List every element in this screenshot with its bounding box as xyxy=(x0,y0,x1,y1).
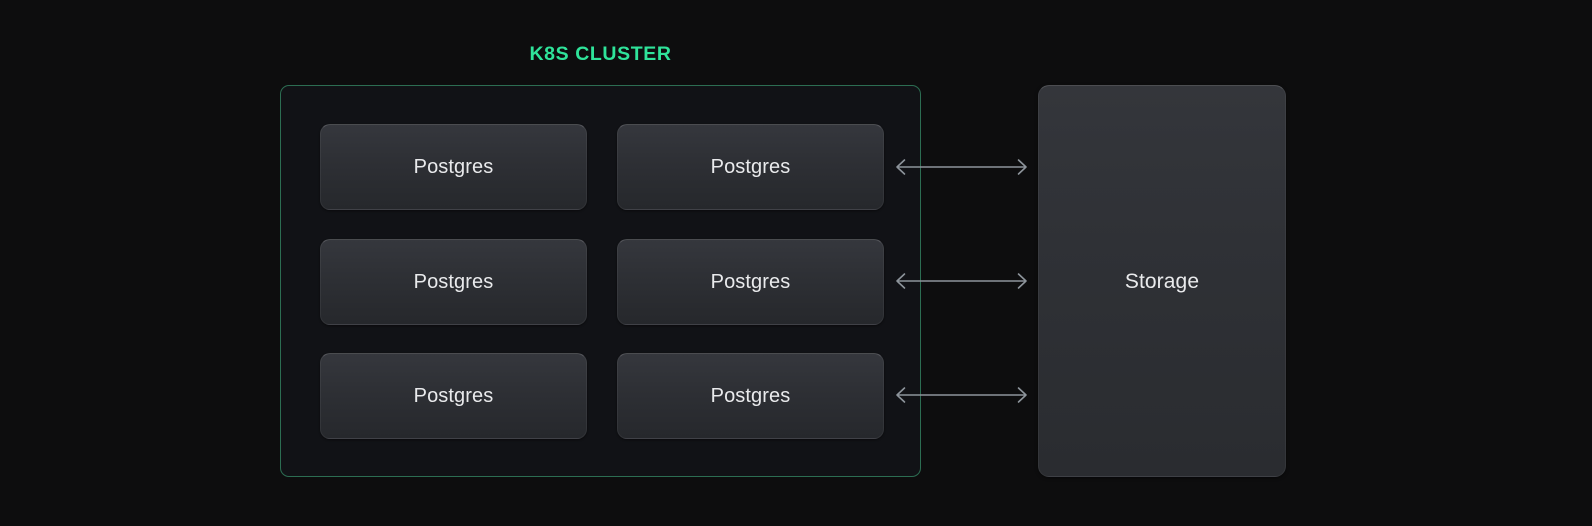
postgres-node[interactable]: Postgres xyxy=(320,239,587,325)
postgres-node-label: Postgres xyxy=(710,385,791,407)
postgres-node-label: Postgres xyxy=(710,156,791,178)
bidirectional-arrow-icon xyxy=(891,155,1032,179)
postgres-node-label: Postgres xyxy=(413,385,494,407)
postgres-node-label: Postgres xyxy=(413,271,494,293)
postgres-node-label: Postgres xyxy=(710,271,791,293)
postgres-node[interactable]: Postgres xyxy=(320,124,587,210)
storage-panel[interactable]: Storage xyxy=(1038,85,1286,477)
bidirectional-arrow-icon xyxy=(891,383,1032,407)
postgres-node[interactable]: Postgres xyxy=(617,239,884,325)
postgres-node[interactable]: Postgres xyxy=(617,353,884,439)
bidirectional-arrow-icon xyxy=(891,269,1032,293)
storage-label: Storage xyxy=(1124,269,1200,293)
postgres-node[interactable]: Postgres xyxy=(320,353,587,439)
postgres-node[interactable]: Postgres xyxy=(617,124,884,210)
page-title: K8S CLUSTER xyxy=(529,43,672,65)
postgres-node-label: Postgres xyxy=(413,156,494,178)
